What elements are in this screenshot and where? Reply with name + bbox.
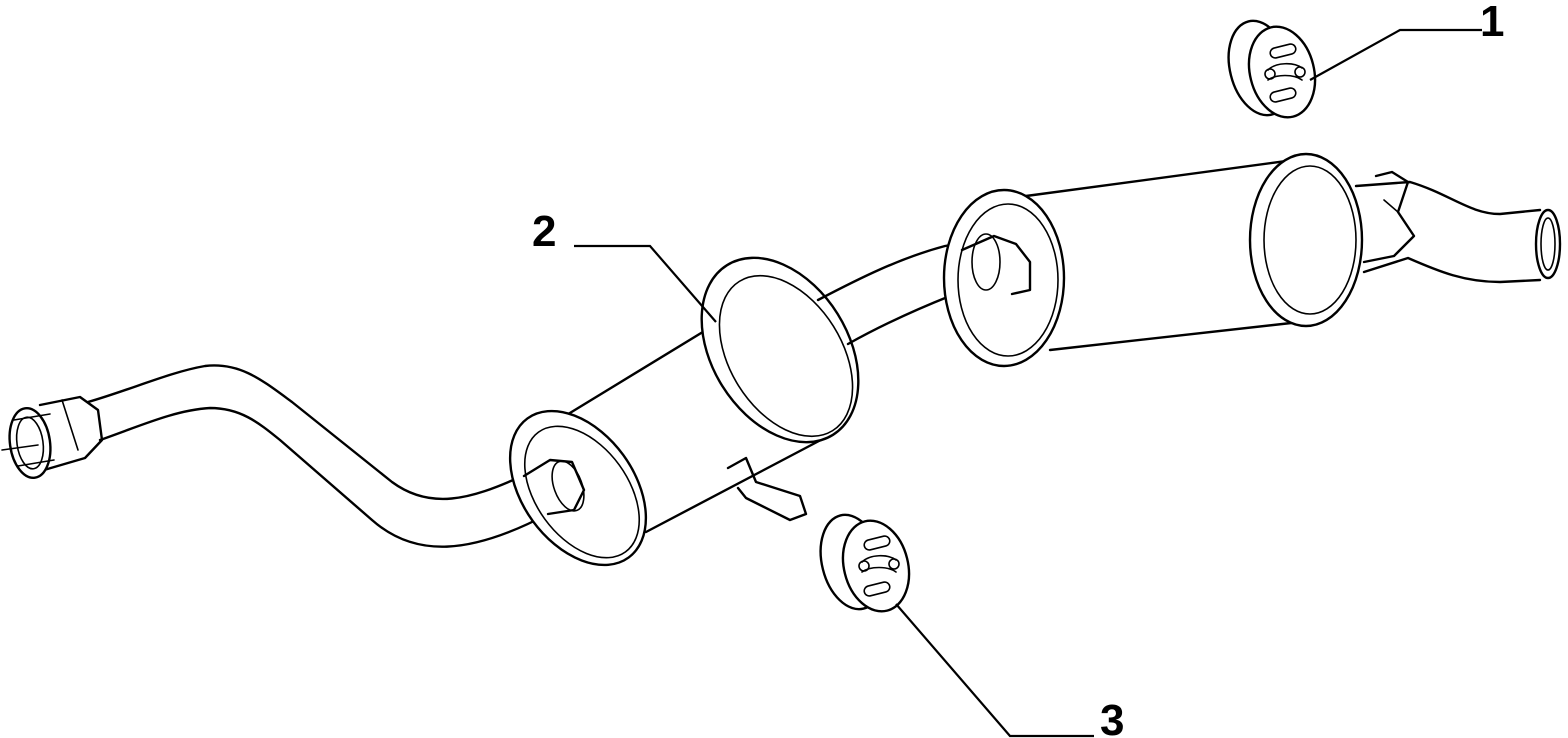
leader-line-1 xyxy=(1309,28,1482,81)
exhaust-silencer-assembly xyxy=(1,152,1562,567)
callout-label-2: 2 xyxy=(532,207,556,256)
rear-silencer xyxy=(942,152,1364,368)
leader-line-2 xyxy=(574,244,717,323)
callout-3: 3 xyxy=(895,603,1124,738)
rubber-hanger-lower xyxy=(819,513,911,613)
front-silencer xyxy=(508,256,860,567)
leader-line-3 xyxy=(895,603,1094,738)
tail-pipe xyxy=(1354,170,1562,284)
callout-label-1: 1 xyxy=(1480,0,1504,46)
inlet-pipe xyxy=(1,364,550,548)
callout-1: 1 xyxy=(1309,0,1504,81)
callout-label-3: 3 xyxy=(1100,696,1124,738)
rubber-hanger-upper xyxy=(1227,19,1317,119)
callout-2: 2 xyxy=(532,207,717,323)
